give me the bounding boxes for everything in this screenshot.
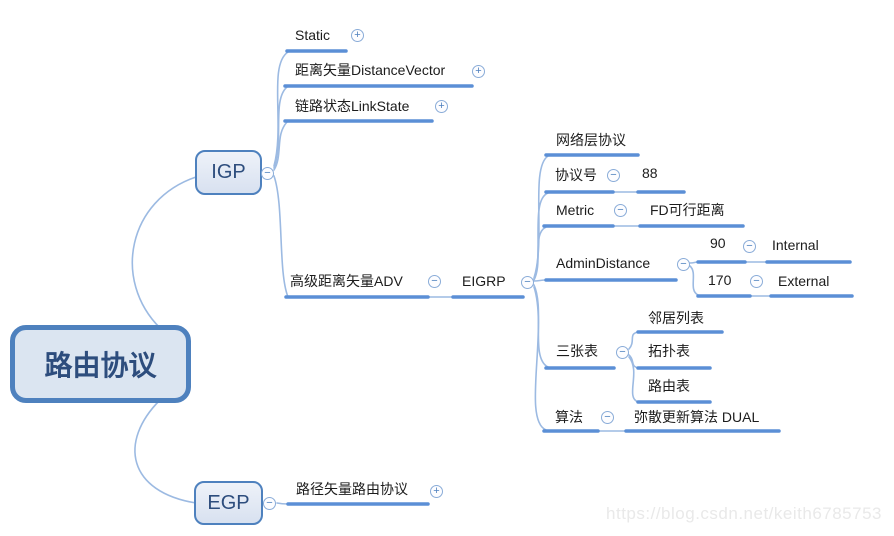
node-link-state[interactable]: 链路状态LinkState (295, 98, 410, 114)
collapse-toggle-adv[interactable]: − (428, 275, 441, 288)
collapse-toggle-admin-distance[interactable]: − (677, 258, 690, 271)
node-root-label: 路由协议 (44, 350, 157, 381)
collapse-toggle-algorithm[interactable]: − (601, 411, 614, 424)
expand-toggle-distance-vector[interactable]: + (472, 65, 485, 78)
expand-toggle-link-state[interactable]: + (435, 100, 448, 113)
node-egp[interactable]: EGP (194, 481, 263, 525)
watermark-url: https://blog.csdn.net/keith6785753 (606, 504, 882, 523)
collapse-toggle-metric[interactable]: − (614, 204, 627, 217)
node-underlines (283, 49, 854, 506)
node-dual[interactable]: 弥散更新算法 DUAL (634, 409, 760, 425)
node-topology-table[interactable]: 拓扑表 (648, 343, 690, 359)
expand-toggle-path-vector[interactable]: + (430, 485, 443, 498)
node-neighbor-table[interactable]: 邻居列表 (648, 310, 704, 326)
node-three-tables[interactable]: 三张表 (556, 343, 598, 359)
node-internal[interactable]: Internal (772, 237, 819, 253)
node-igp[interactable]: IGP (195, 150, 262, 195)
node-88[interactable]: 88 (642, 165, 658, 181)
node-algorithm[interactable]: 算法 (555, 409, 583, 425)
expand-toggle-static[interactable]: + (351, 29, 364, 42)
node-network-layer-protocol[interactable]: 网络层协议 (556, 132, 626, 148)
collapse-toggle-protocol-number[interactable]: − (607, 169, 620, 182)
node-root[interactable]: 路由协议 (10, 325, 191, 403)
node-metric[interactable]: Metric (556, 202, 595, 218)
node-path-vector[interactable]: 路径矢量路由协议 (296, 481, 408, 497)
node-egp-label: EGP (207, 491, 250, 514)
branch-connectors (131, 51, 772, 505)
collapse-toggle-90[interactable]: − (743, 240, 756, 253)
node-adv[interactable]: 高级距离矢量ADV (290, 273, 403, 289)
node-90[interactable]: 90 (710, 235, 726, 251)
collapse-toggle-egp[interactable]: − (263, 497, 276, 510)
node-protocol-number[interactable]: 协议号 (555, 167, 597, 183)
node-fd-distance[interactable]: FD可行距离 (650, 202, 725, 218)
collapse-toggle-three-tables[interactable]: − (616, 346, 629, 359)
node-igp-label: IGP (211, 161, 246, 183)
node-170[interactable]: 170 (708, 272, 732, 288)
collapse-toggle-170[interactable]: − (750, 275, 763, 288)
node-distance-vector[interactable]: 距离矢量DistanceVector (295, 62, 446, 78)
node-admin-distance[interactable]: AdminDistance (556, 255, 651, 271)
collapse-toggle-igp[interactable]: − (261, 167, 274, 180)
node-static[interactable]: Static (295, 27, 331, 43)
node-routing-table[interactable]: 路由表 (648, 378, 690, 394)
node-external[interactable]: External (778, 273, 830, 289)
node-eigrp[interactable]: EIGRP (462, 273, 506, 289)
collapse-toggle-eigrp[interactable]: − (521, 276, 534, 289)
